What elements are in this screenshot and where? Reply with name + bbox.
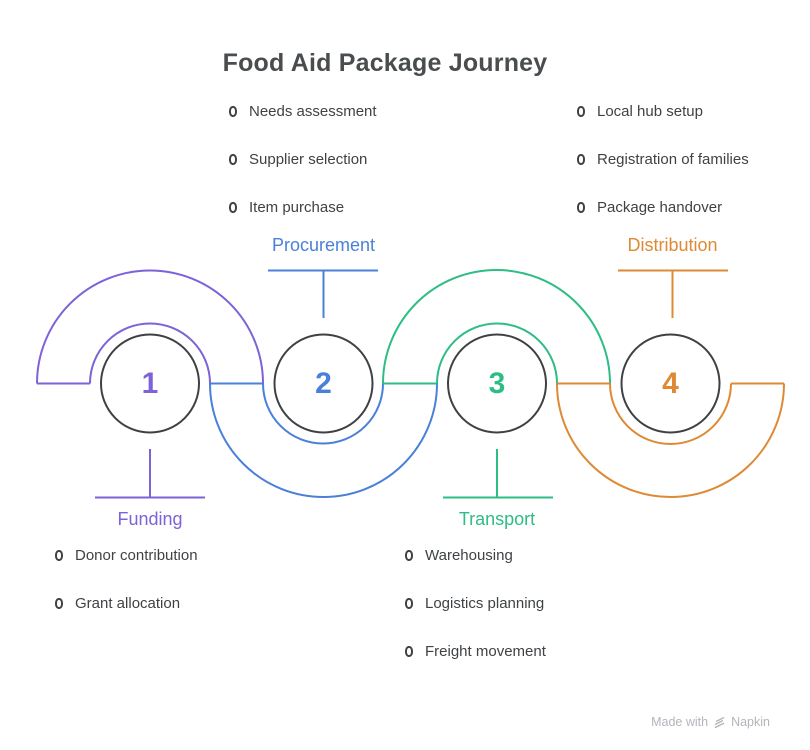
list-item-label: Grant allocation xyxy=(75,594,181,612)
stage2-label-procurement: Procurement xyxy=(271,235,376,255)
distribution-connector xyxy=(618,269,728,318)
stage4-circle xyxy=(620,333,721,434)
procurement-item-list: Needs assessment Supplier selection Item… xyxy=(229,87,377,231)
list-item: Donor contribution xyxy=(55,531,198,579)
bullet-icon xyxy=(55,597,63,609)
bullet-icon xyxy=(405,549,413,561)
list-item: Freight movement xyxy=(405,627,546,675)
stage3-label-transport: Transport xyxy=(458,509,536,529)
stage2-number: 2 xyxy=(315,366,332,400)
stage2-inner-arc xyxy=(262,383,384,445)
list-item: Needs assessment xyxy=(229,87,377,135)
list-item: Registration of families xyxy=(577,135,749,183)
stage3-outer-arc xyxy=(382,269,611,384)
list-item: Warehousing xyxy=(405,531,546,579)
list-item-label: Package handover xyxy=(597,198,723,216)
list-item: Package handover xyxy=(577,183,749,231)
list-item: Logistics planning xyxy=(405,579,546,627)
list-item-label: Needs assessment xyxy=(249,102,377,120)
distribution-item-list: Local hub setup Registration of families… xyxy=(577,87,749,231)
bullet-icon xyxy=(229,201,237,213)
stage4-label-distribution: Distribution xyxy=(627,235,718,255)
stage4-number: 4 xyxy=(662,366,679,400)
list-item: Local hub setup xyxy=(577,87,749,135)
list-item-label: Supplier selection xyxy=(249,150,368,168)
bullet-icon xyxy=(405,645,413,657)
bullet-icon xyxy=(229,153,237,165)
bullet-icon xyxy=(577,105,585,117)
stage1-outer-arc xyxy=(36,269,264,384)
stage2-outer-arc xyxy=(209,383,438,498)
watermark-brand: Napkin xyxy=(731,715,770,729)
stage1-circle xyxy=(100,333,200,434)
watermark-prefix: Made with xyxy=(651,715,709,729)
list-item-label: Registration of families xyxy=(597,150,749,168)
bullet-icon xyxy=(55,549,63,561)
procurement-connector xyxy=(268,269,378,318)
bullet-icon xyxy=(405,597,413,609)
transport-connector xyxy=(443,449,553,499)
made-with-napkin-watermark: Made with Napkin xyxy=(651,715,770,729)
stage3-inner-arc xyxy=(436,322,558,384)
stage3-circle xyxy=(447,333,547,434)
list-item-label: Freight movement xyxy=(425,642,546,660)
bullet-icon xyxy=(577,201,585,213)
stage1-inner-arc xyxy=(89,322,211,384)
transport-item-list: Warehousing Logistics planning Freight m… xyxy=(405,531,546,675)
list-item-label: Warehousing xyxy=(425,546,513,564)
list-item-label: Item purchase xyxy=(249,198,345,216)
stage4-inner-arc xyxy=(609,383,732,445)
list-item: Supplier selection xyxy=(229,135,377,183)
list-item: Grant allocation xyxy=(55,579,198,627)
list-item-label: Local hub setup xyxy=(597,102,703,120)
bullet-icon xyxy=(229,105,237,117)
napkin-logo-icon xyxy=(714,716,725,728)
stage3-number: 3 xyxy=(488,366,506,400)
stage1-label-funding: Funding xyxy=(117,509,183,529)
funding-connector xyxy=(95,449,205,499)
stage2-circle xyxy=(273,333,374,434)
stage4-outer-arc xyxy=(556,383,785,498)
list-item-label: Donor contribution xyxy=(75,546,198,564)
funding-item-list: Donor contribution Grant allocation xyxy=(55,531,198,627)
list-item: Item purchase xyxy=(229,183,377,231)
page-title: Food Aid Package Journey xyxy=(222,49,548,77)
bullet-icon xyxy=(577,153,585,165)
stage1-number: 1 xyxy=(141,366,159,400)
list-item-label: Logistics planning xyxy=(425,594,545,612)
